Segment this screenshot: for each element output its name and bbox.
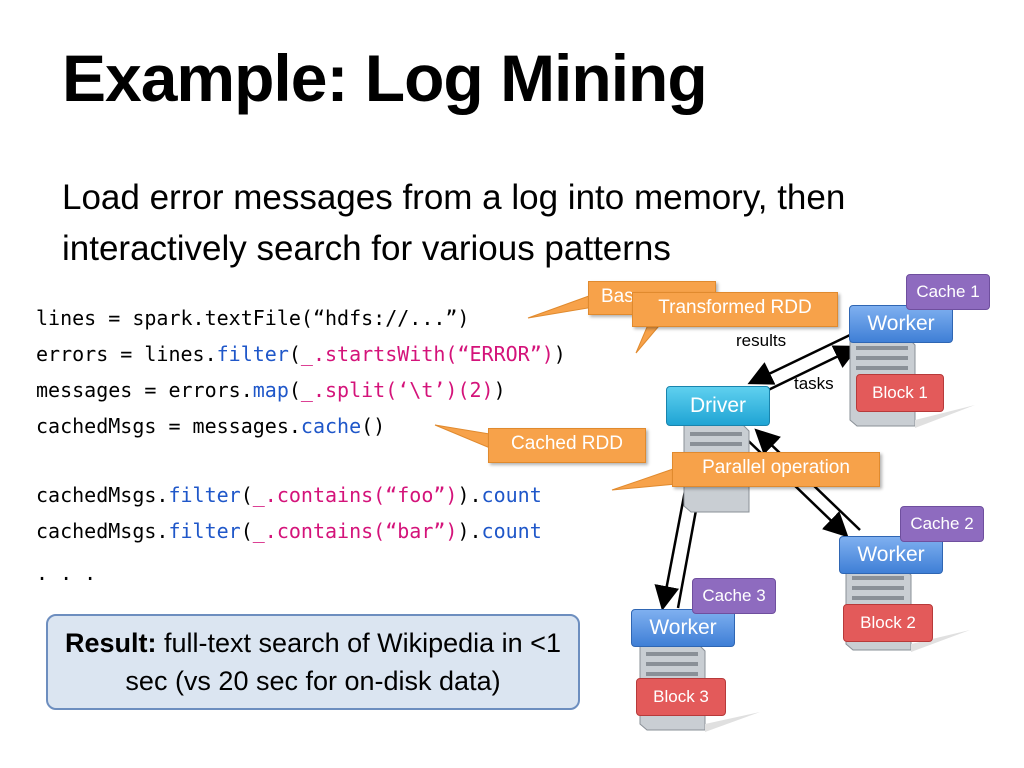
code-text: ( (288, 378, 301, 402)
code-string: _.startsWith(“ERROR”) (300, 342, 554, 366)
result-box: Result: full-text search of Wikipedia in… (46, 614, 580, 710)
code-string: _.split(‘\t’)(2) (300, 378, 494, 402)
cache-1: Cache 1 (906, 274, 990, 310)
code-text: cachedMsgs. (36, 483, 169, 507)
code-text: lines = spark.textFile(“hdfs://...”) (36, 306, 470, 330)
code-keyword: filter (168, 483, 241, 507)
block-1: Block 1 (856, 374, 944, 412)
code-string: _.contains(“foo”) (252, 483, 458, 507)
callout-transformed-rdd: Transformed RDD (632, 292, 838, 327)
worker-3: Worker (631, 609, 735, 647)
code-line-3: messages = errors.map(_.split(‘\t’)(2)) (36, 378, 506, 402)
code-text: ( (240, 483, 253, 507)
code-keyword: filter (168, 519, 241, 543)
code-text: () (361, 414, 386, 438)
code-line-5: cachedMsgs.filter(_.contains(“foo”)).cou… (36, 483, 542, 507)
code-text: ) (553, 342, 566, 366)
code-keyword: count (481, 483, 542, 507)
callout-pointer-cached (434, 424, 491, 449)
cache-2: Cache 2 (900, 506, 984, 542)
code-keyword: cache (300, 414, 362, 438)
slide-title: Example: Log Mining (62, 41, 708, 115)
code-keyword: filter (216, 342, 289, 366)
code-line-4: cachedMsgs = messages.cache() (36, 414, 385, 438)
code-line-2: errors = lines.filter(_.startsWith(“ERRO… (36, 342, 566, 366)
result-text: full-text search of Wikipedia in <1 sec … (125, 628, 561, 696)
callout-pointer-parallel (611, 467, 677, 491)
block-3: Block 3 (636, 678, 726, 716)
code-text: ). (457, 483, 482, 507)
callout-cached-rdd: Cached RDD (488, 428, 646, 463)
code-text: messages = errors. (36, 378, 253, 402)
code-text: . . . (36, 561, 97, 585)
results-label: results (736, 331, 787, 350)
code-text: cachedMsgs. (36, 519, 169, 543)
worker-2: Worker (839, 536, 943, 574)
arrow-results (747, 333, 851, 385)
result-bold: Result: (65, 628, 157, 658)
worker-1: Worker (849, 305, 953, 343)
code-text: ( (288, 342, 301, 366)
code-text: errors = lines. (36, 342, 217, 366)
code-keyword: map (252, 378, 289, 402)
callout-parallel-operation: Parallel operation (672, 452, 880, 487)
driver: Driver (666, 386, 770, 426)
code-text: ). (457, 519, 482, 543)
code-text: ) (493, 378, 506, 402)
code-line-6: cachedMsgs.filter(_.contains(“bar”)).cou… (36, 519, 542, 543)
slide-subtitle: Load error messages from a log into memo… (62, 178, 846, 268)
tasks-label: tasks (794, 374, 834, 393)
arrow-tasks (761, 345, 860, 395)
cache-3: Cache 3 (692, 578, 776, 614)
code-line-1: lines = spark.textFile(“hdfs://...”) (36, 306, 469, 330)
code-text: cachedMsgs = messages. (36, 414, 301, 438)
code-text: ( (240, 519, 253, 543)
code-string: _.contains(“bar”) (252, 519, 458, 543)
block-2: Block 2 (843, 604, 933, 642)
code-keyword: count (481, 519, 542, 543)
code-line-7: . . . (36, 561, 96, 585)
